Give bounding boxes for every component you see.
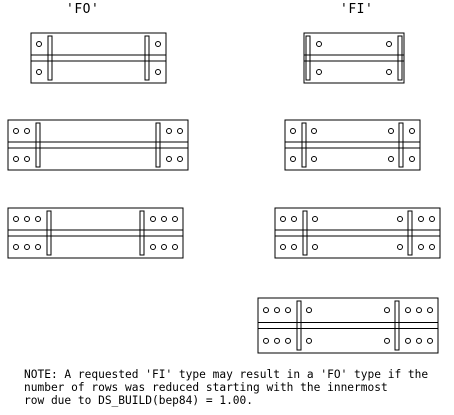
bolt-hole <box>24 216 30 222</box>
bolt-hole <box>13 244 19 250</box>
bolt-hole <box>36 69 42 75</box>
end-plate <box>274 207 441 259</box>
bolt-hole <box>285 337 291 344</box>
bolt-hole <box>280 216 286 222</box>
bolt-hole <box>177 128 183 134</box>
stiffener <box>155 122 161 168</box>
bolt-hole <box>409 128 415 134</box>
bolt-hole <box>13 128 19 134</box>
end-plate <box>30 32 167 84</box>
fi-type-label: 'FI' <box>340 2 374 17</box>
bolt-hole <box>290 156 296 162</box>
bolt-hole <box>306 337 312 344</box>
bolt-hole <box>312 244 318 250</box>
bolt-hole <box>409 156 415 162</box>
stiffener <box>302 210 308 256</box>
stiffener <box>305 35 311 81</box>
stiffener <box>394 300 400 351</box>
plate-fi-2 <box>284 119 421 171</box>
bolt-hole <box>166 128 172 134</box>
bolt-hole <box>150 244 156 250</box>
end-plate <box>284 119 421 171</box>
bolt-hole <box>24 128 30 134</box>
bolt-hole <box>13 216 19 222</box>
bolt-hole <box>416 337 422 344</box>
bolt-hole <box>150 216 156 222</box>
bolt-hole <box>405 337 411 344</box>
stiffener <box>296 300 302 351</box>
bolt-hole <box>161 244 167 250</box>
bolt-hole <box>280 244 286 250</box>
plate-fo-1 <box>30 32 167 84</box>
bolt-hole <box>291 216 297 222</box>
stiffener <box>47 35 53 81</box>
bolt-hole <box>172 244 178 250</box>
bolt-hole <box>36 41 42 47</box>
bolt-hole <box>384 337 390 344</box>
bolt-hole <box>311 156 317 162</box>
note-line: row due to DS_BUILD(bep84) = 1.00. <box>24 394 254 407</box>
bolt-hole <box>263 337 269 344</box>
stiffener <box>398 122 404 168</box>
stiffener <box>397 35 403 81</box>
bolt-hole <box>429 244 435 250</box>
bolt-hole <box>429 216 435 222</box>
stiffener <box>301 122 307 168</box>
end-plate <box>303 32 405 84</box>
bolt-hole <box>274 307 280 314</box>
bolt-hole <box>274 337 280 344</box>
bolt-hole <box>316 69 322 75</box>
bolt-hole <box>397 216 403 222</box>
bolt-hole <box>161 216 167 222</box>
bolt-hole <box>418 216 424 222</box>
plate-fo-3 <box>7 207 184 259</box>
plate-fo-2 <box>7 119 189 171</box>
end-plate <box>7 119 189 171</box>
bolt-hole <box>388 156 394 162</box>
bolt-hole <box>384 307 390 314</box>
bolt-hole <box>285 307 291 314</box>
bolt-hole <box>386 41 392 47</box>
bolt-hole <box>427 337 433 344</box>
stiffener <box>144 35 150 81</box>
plate-fi-1 <box>303 32 405 84</box>
bolt-hole <box>35 244 41 250</box>
bolt-hole <box>35 216 41 222</box>
note-line: number of rows was reduced starting with… <box>24 381 388 394</box>
bolt-hole <box>24 244 30 250</box>
bolt-hole <box>291 244 297 250</box>
note-line: NOTE: A requested 'FI' type may result i… <box>24 368 429 381</box>
stiffener <box>139 210 145 256</box>
bolt-hole <box>312 216 318 222</box>
stiffener <box>35 122 41 168</box>
bolt-hole <box>316 41 322 47</box>
bolt-hole <box>155 41 161 47</box>
bolt-hole <box>416 307 422 314</box>
bolt-hole <box>427 307 433 314</box>
stiffener <box>46 210 52 256</box>
note-text: NOTE: A requested 'FI' type may result i… <box>24 368 449 407</box>
bolt-hole <box>13 156 19 162</box>
bolt-hole <box>166 156 172 162</box>
plate-fi-4 <box>257 297 439 354</box>
bolt-hole <box>311 128 317 134</box>
bolt-hole <box>263 307 269 314</box>
end-plate <box>7 207 184 259</box>
bolt-hole <box>24 156 30 162</box>
plate-fi-3 <box>274 207 441 259</box>
bolt-hole <box>405 307 411 314</box>
bolt-hole <box>386 69 392 75</box>
stiffener <box>407 210 413 256</box>
fo-type-label: 'FO' <box>66 2 100 17</box>
bolt-hole <box>388 128 394 134</box>
bolt-hole <box>397 244 403 250</box>
bolt-hole <box>155 69 161 75</box>
bolt-hole <box>306 307 312 314</box>
end-plate <box>257 297 439 354</box>
bolt-hole <box>177 156 183 162</box>
bolt-hole <box>172 216 178 222</box>
bolt-hole <box>418 244 424 250</box>
bolt-hole <box>290 128 296 134</box>
